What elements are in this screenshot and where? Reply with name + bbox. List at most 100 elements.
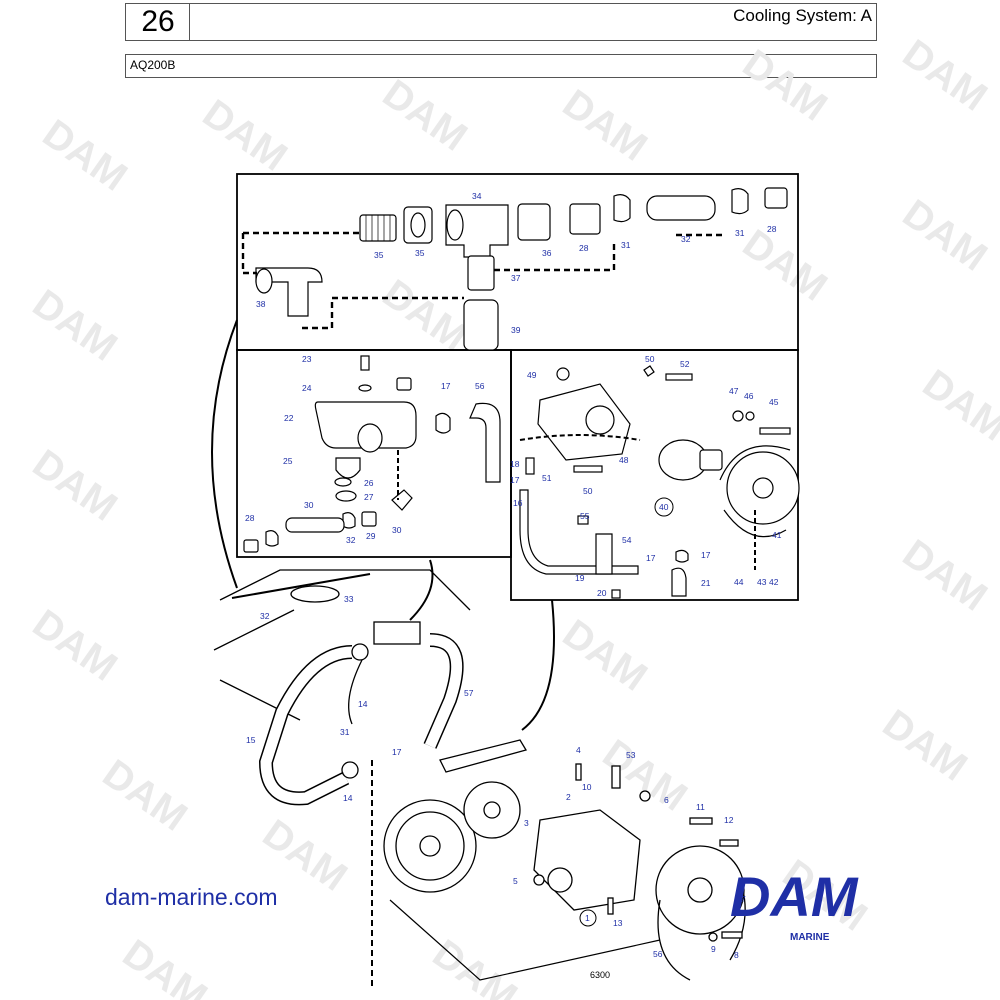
clamp-31 xyxy=(613,194,631,223)
pump-pulley-7-hub xyxy=(687,877,713,903)
section-title-box: Cooling System: A xyxy=(189,3,877,41)
section-number: 26 xyxy=(125,3,191,41)
thermostat-housing-assembly xyxy=(243,355,501,553)
washer-50 xyxy=(643,365,655,377)
callout-label: 23 xyxy=(302,354,312,364)
hose-30b xyxy=(348,659,363,725)
arrow-pump-to-engine xyxy=(521,599,555,731)
nipple-34-threads xyxy=(365,215,391,241)
model-label: AQ200B xyxy=(130,58,176,72)
pump-dashed-line xyxy=(519,434,756,570)
bolt-52 xyxy=(611,765,621,789)
logo-text: DAM xyxy=(730,865,859,928)
callout-label: 32 xyxy=(260,611,270,621)
pipe-16 xyxy=(519,489,639,575)
watermark: DAM xyxy=(25,441,125,529)
callout-label: 41 xyxy=(772,530,782,540)
callout-label: 14 xyxy=(358,699,368,709)
hose-30 xyxy=(285,517,345,533)
watermark: DAM xyxy=(375,71,475,159)
callout-label: 24 xyxy=(302,383,312,393)
callout-label: 5 xyxy=(513,876,518,886)
callout-label: 49 xyxy=(527,370,537,380)
callout-label: 28 xyxy=(245,513,255,523)
pulley-large-hub xyxy=(419,835,441,857)
callout-label: 32 xyxy=(346,535,356,545)
bolt-4 xyxy=(575,763,582,781)
belt-43 xyxy=(719,445,791,538)
callout-label: 35 xyxy=(374,250,384,260)
callout-label: 28 xyxy=(767,224,777,234)
hose-15-inner xyxy=(260,646,353,804)
hose-38 xyxy=(463,299,499,351)
watermark: DAM xyxy=(115,931,215,1000)
callout-label: 10 xyxy=(582,782,592,792)
tee-37-bore xyxy=(255,268,273,294)
model-box: AQ200B xyxy=(125,54,877,78)
callout-label: 48 xyxy=(619,455,629,465)
callout-label: 2 xyxy=(566,792,571,802)
nipple-28d xyxy=(243,539,259,553)
callout-label: 18 xyxy=(510,459,520,469)
callout-label: 53 xyxy=(626,750,636,760)
gasket-26 xyxy=(334,477,352,487)
bolt-20 xyxy=(611,589,621,599)
callout-label: 45 xyxy=(769,397,779,407)
engine-block-outline xyxy=(213,569,471,721)
callout-label: 31 xyxy=(735,228,745,238)
clip-54 xyxy=(577,515,589,525)
pulley-large xyxy=(383,799,477,893)
watermark: DAM xyxy=(735,221,835,309)
callout-label: 54 xyxy=(622,535,632,545)
housing-22-outlet xyxy=(357,423,383,453)
watermark: DAM xyxy=(25,281,125,369)
clamp-31d xyxy=(265,530,279,547)
arrow-thermo-to-engine xyxy=(409,559,434,621)
callout-label: 40 xyxy=(659,502,669,512)
clamp-31c xyxy=(342,512,356,529)
pump-mount-bracket xyxy=(439,739,527,773)
panel-frames xyxy=(236,173,799,601)
watermark: DAM xyxy=(95,751,195,839)
callout-label: 50 xyxy=(583,486,593,496)
washer-9 xyxy=(708,932,718,942)
callout-label: 22 xyxy=(284,413,294,423)
callout-label: 55 xyxy=(580,511,590,521)
pump-body-outlet xyxy=(547,867,573,893)
reducer-35b xyxy=(517,203,551,241)
callout-label: 17 xyxy=(646,553,656,563)
arrow-top-to-engine xyxy=(211,319,238,589)
callout-label: 34 xyxy=(472,191,482,201)
nipple-28c xyxy=(361,511,377,527)
hose-21 xyxy=(671,567,687,597)
callout-label: 3 xyxy=(524,818,529,828)
callout-label: 9 xyxy=(711,944,716,954)
callout-label: 35 xyxy=(415,248,425,258)
bolt-13 xyxy=(607,897,614,915)
reducer-35-bore xyxy=(410,212,426,238)
callout-label: 6 xyxy=(664,795,669,805)
callout-label: 56 xyxy=(653,949,663,959)
logo-subtext: MARINE xyxy=(790,932,830,943)
callout-label: 21 xyxy=(701,578,711,588)
o-ring-27 xyxy=(335,490,357,502)
bolt-23 xyxy=(360,355,370,371)
callout-label: 47 xyxy=(729,386,739,396)
hose-56b-inner xyxy=(424,634,463,749)
watermark: DAM xyxy=(195,91,295,179)
callout-label: 17 xyxy=(701,550,711,560)
pump-body-3 xyxy=(533,809,641,911)
website-link[interactable]: dam-marine.com xyxy=(105,884,278,910)
spacer-18 xyxy=(525,457,535,475)
callout-label: 57 xyxy=(464,688,474,698)
pulley-large-ring xyxy=(395,811,465,881)
tee-33-bore xyxy=(446,209,464,241)
clamp-17b xyxy=(675,549,689,563)
section-title: Cooling System: A xyxy=(733,6,872,25)
watermark: DAM xyxy=(895,531,995,619)
watermark: DAM xyxy=(555,81,655,169)
watermark: DAM xyxy=(425,931,525,1000)
connector-arrows xyxy=(211,319,661,990)
washer-24 xyxy=(358,384,372,392)
